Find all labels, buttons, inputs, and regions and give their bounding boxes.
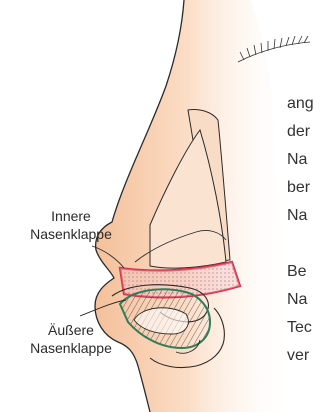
body-text-fragment: Na <box>287 150 307 170</box>
body-text-fragment: ver <box>287 346 309 366</box>
outer-valve-label: Äußere Nasenklappe <box>12 321 130 357</box>
inner-valve-label-line1: Innere <box>12 207 130 225</box>
body-text-fragment: der <box>287 122 310 142</box>
body-text-fragment: Tec <box>287 318 312 338</box>
body-text-fragment: ang <box>287 94 314 114</box>
body-text-fragment: Na <box>287 206 307 226</box>
outer-valve-label-line2: Nasenklappe <box>12 339 130 357</box>
body-text-fragment: Na <box>287 290 307 310</box>
inner-valve-label: Innere Nasenklappe <box>12 207 130 243</box>
body-text-fragment: ber <box>287 178 310 198</box>
outer-valve-label-line1: Äußere <box>12 321 130 339</box>
inner-valve-label-line2: Nasenklappe <box>12 225 130 243</box>
body-text-fragment: Be <box>287 262 307 282</box>
